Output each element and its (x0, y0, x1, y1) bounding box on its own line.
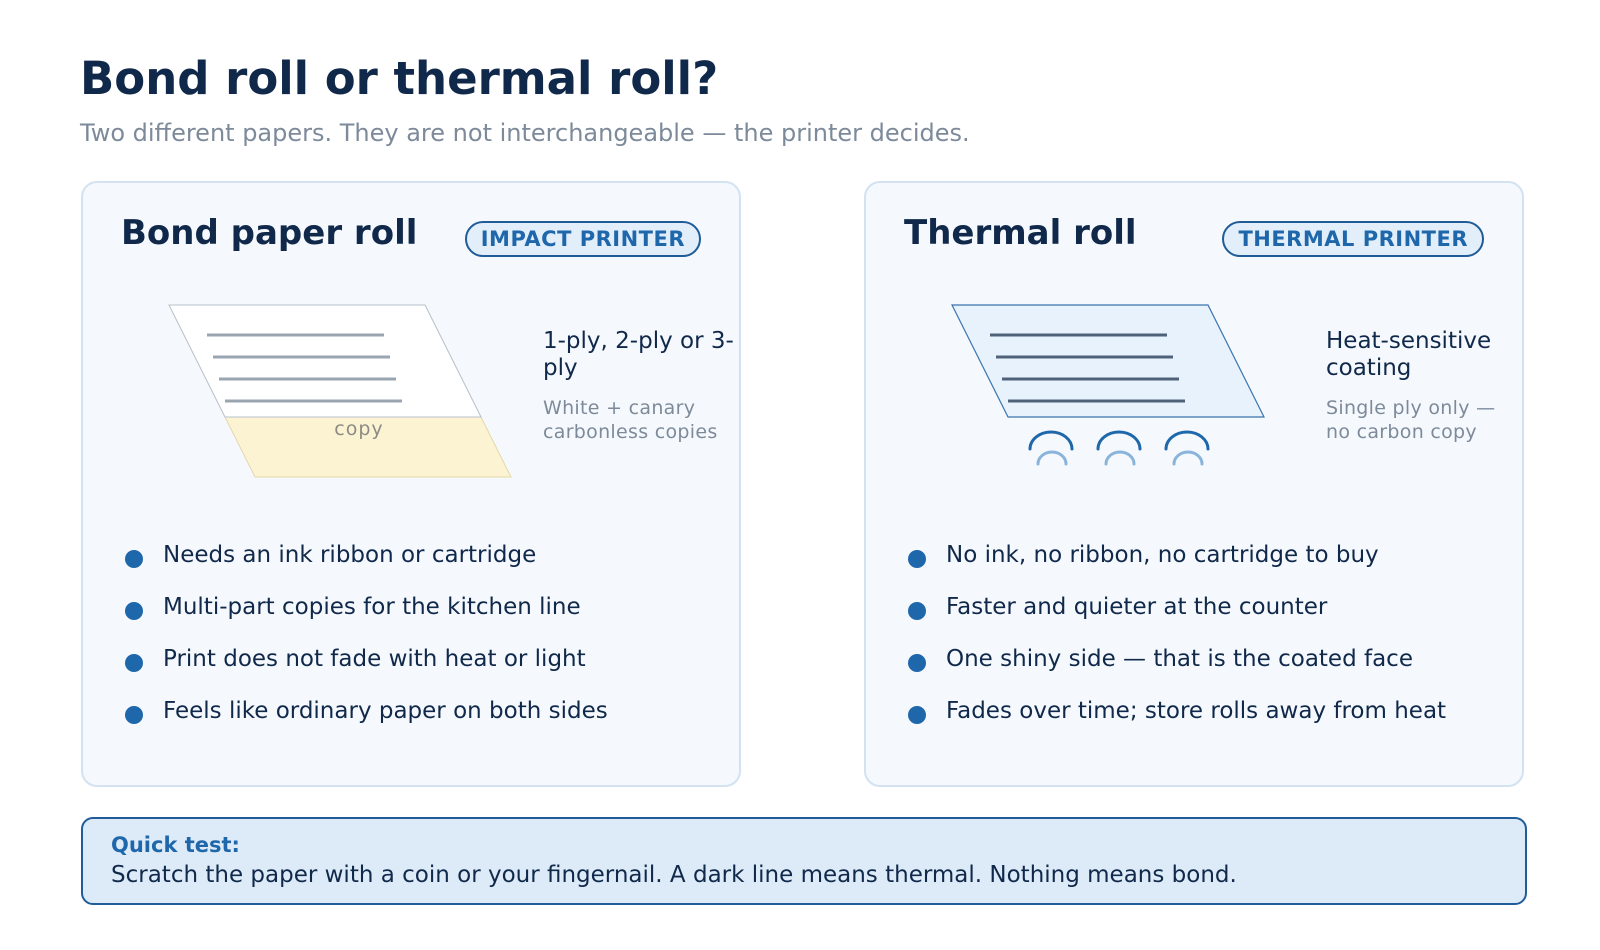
ply-colors: White + canary carbonless copies (543, 397, 718, 444)
impact-printer-badge: IMPACT PRINTER (464, 221, 701, 257)
ply-limitation: Single ply only — no carbon copy (1326, 397, 1496, 444)
bullet-icon (908, 706, 926, 724)
bullet-icon (908, 602, 926, 620)
list-item: Needs an ink ribbon or cartridge (125, 544, 608, 596)
list-item-text: Fades over time; store rolls away from h… (946, 698, 1447, 724)
bond-paper-card: Bond paper roll IMPACT PRINTER copy 1-pl… (81, 181, 741, 787)
bond-features-list: Needs an ink ribbon or cartridge Multi-p… (125, 544, 608, 752)
thermal-sheet (951, 304, 1265, 418)
bullet-icon (908, 550, 926, 568)
bond-card-title: Bond paper roll (121, 213, 418, 253)
list-item: Feels like ordinary paper on both sides (125, 700, 608, 752)
thermal-coating-note: Heat-sensitive coating Single ply only —… (1326, 328, 1522, 445)
list-item-text: Print does not fade with heat or light (163, 646, 586, 672)
bullet-icon (125, 706, 143, 724)
quick-test-label: Quick test: (111, 833, 240, 857)
thermal-paper-illustration (951, 304, 1265, 466)
list-item: Fades over time; store rolls away from h… (908, 700, 1446, 752)
bullet-icon (908, 654, 926, 672)
list-item: Print does not fade with heat or light (125, 648, 608, 700)
quick-test-callout: Quick test: Scratch the paper with a coi… (81, 817, 1527, 905)
bullet-icon (125, 550, 143, 568)
quick-test-text: Scratch the paper with a coin or your fi… (111, 862, 1237, 889)
page-title: Bond roll or thermal roll? (80, 52, 719, 105)
list-item-text: Feels like ordinary paper on both sides (163, 698, 608, 724)
list-item-text: Faster and quieter at the counter (946, 594, 1328, 620)
bullet-icon (125, 602, 143, 620)
list-item: One shiny side — that is the coated face (908, 648, 1446, 700)
copy-label: copy (334, 418, 383, 440)
list-item-text: One shiny side — that is the coated face (946, 646, 1413, 672)
list-item-text: Multi-part copies for the kitchen line (163, 594, 581, 620)
thermal-roll-card: Thermal roll THERMAL PRINTER Heat-sensit… (864, 181, 1524, 787)
list-item: Faster and quieter at the counter (908, 596, 1446, 648)
thermal-features-list: No ink, no ribbon, no cartridge to buy F… (908, 544, 1446, 752)
page-subtitle: Two different papers. They are not inter… (80, 119, 970, 147)
bond-paper-illustration: copy (168, 304, 512, 478)
list-item-text: No ink, no ribbon, no cartridge to buy (946, 542, 1379, 568)
list-item: Multi-part copies for the kitchen line (125, 596, 608, 648)
coating-description: Heat-sensitive coating (1326, 328, 1492, 382)
bullet-icon (125, 654, 143, 672)
list-item: No ink, no ribbon, no cartridge to buy (908, 544, 1446, 596)
thermal-printer-badge: THERMAL PRINTER (1222, 221, 1484, 257)
bond-top-sheet (168, 304, 482, 418)
thermal-card-title: Thermal roll (904, 213, 1137, 253)
ply-options: 1-ply, 2-ply or 3-ply (543, 328, 734, 382)
bond-ply-note: 1-ply, 2-ply or 3-ply White + canary car… (543, 328, 739, 445)
heat-waves-icon (1028, 430, 1210, 466)
list-item-text: Needs an ink ribbon or cartridge (163, 542, 537, 568)
